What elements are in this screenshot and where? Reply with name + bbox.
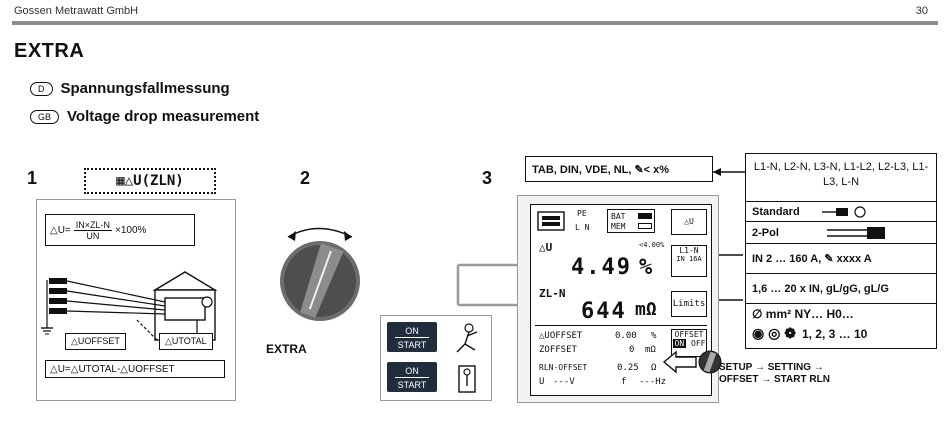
status-box: BAT MEM [607, 209, 655, 233]
connections-row: L1-N, L2-N, L3-N, L1-L2, L2-L3, L1-L3, L… [746, 154, 936, 202]
rln-value: 0.25 [617, 363, 639, 373]
two-pole-row: 2-Pol [746, 222, 936, 244]
rln-unit: Ω [651, 363, 657, 373]
z-unit: mΩ [635, 299, 657, 320]
start-on-label-2: ON [395, 366, 429, 378]
zoffset-unit: mΩ [645, 345, 656, 355]
start-label: START [397, 340, 427, 350]
uoffset-unit: % [651, 331, 657, 341]
lcd-display: PE L N BAT MEM △U △U <4.00% 4.49 % L1-N … [530, 204, 712, 396]
circuit-panel: △U= IN×ZL-N UN ×100% △UOFFSET △UTOTAL △U… [36, 199, 236, 401]
conductors-line: ◉ ◎ ❁ 1, 2, 3 … 10 [752, 325, 930, 342]
selector-display: ▦△U(ZLN) [84, 168, 216, 194]
offset-on: ON [672, 339, 687, 348]
du-value: 4.49 [571, 255, 632, 280]
param-line1: L1-N [679, 246, 699, 255]
battery-icon [638, 213, 652, 219]
start-on-label: ON [395, 326, 429, 338]
company-name: Gossen Metrawatt GmbH [14, 5, 139, 17]
limit-callout: TAB, DIN, VDE, NL, ✎< x% [525, 156, 713, 182]
german-label: Spannungsfallmessung [60, 80, 230, 97]
formula-tail: ×100% [115, 224, 147, 236]
start-panel: ON START ON START [380, 315, 492, 401]
page-number: 30 [915, 5, 928, 17]
pe-label: PE [577, 209, 587, 218]
offset-toggle[interactable]: ON OFF [672, 339, 706, 348]
step-2-number: 2 [300, 168, 311, 188]
start-label-2: START [397, 380, 427, 390]
offset-label-box: △UOFFSET [65, 333, 126, 350]
zoffset-label: ZOFFSET [539, 345, 577, 355]
z-label: ZL-N [539, 287, 566, 300]
uoffset-label: △UOFFSET [539, 331, 583, 341]
du-limit: <4.00% [639, 241, 665, 249]
rln-label: RLN-OFFSET [539, 363, 588, 372]
offset-off: OFF [691, 339, 706, 348]
instrument-device: PE L N BAT MEM △U △U <4.00% 4.49 % L1-N … [517, 195, 719, 403]
du-label: △U [539, 241, 553, 254]
start-button-1[interactable]: ON START [387, 322, 437, 352]
options-table: L1-N, L2-N, L3-N, L1-L2, L2-L3, L1-L3, L… [745, 153, 937, 349]
standard-plug-icon [821, 205, 866, 218]
two-pole-probe-icon [826, 226, 885, 239]
z-value: 644 [581, 299, 627, 324]
lcd-divider [535, 325, 707, 326]
formula-fraction: IN×ZL-N UN [73, 219, 113, 241]
cable-row: ∅ mm² NY… H0… ◉ ◎ ❁ 1, 2, 3 … 10 [746, 304, 936, 348]
f-label: f [621, 377, 627, 387]
conductor-icons: ◉ ◎ ❁ [752, 325, 796, 341]
offset-formula: △U=△UTOTAL-△UOFFSET [45, 360, 225, 378]
terminal-icon [537, 211, 565, 231]
section-title: EXTRA [14, 40, 85, 62]
memory-icon [638, 223, 652, 229]
formula-numerator: IN×ZL-N [73, 219, 113, 231]
ln-label: L N [575, 223, 590, 232]
offset-button[interactable]: OFFSET ON OFF [671, 329, 707, 357]
formula-lhs: △U= [50, 224, 71, 236]
offset-knob-icon[interactable] [660, 344, 730, 384]
rotary-switch[interactable] [268, 215, 368, 325]
offset-label: OFFSET [674, 330, 704, 339]
cable-label: ∅ mm² NY… H0… [752, 307, 854, 321]
setup-instructions: SETUP → SETTING → OFFSET → START RLN [719, 362, 830, 386]
switch-position-label: EXTRA [266, 342, 307, 356]
du-unit: % [639, 255, 655, 280]
lang-code-gb: GB [30, 109, 60, 124]
bat-label: BAT [611, 212, 626, 221]
limits-button[interactable]: Limits [671, 291, 707, 317]
start-button-2[interactable]: ON START [387, 362, 437, 392]
uoffset-value: 0.00 [615, 331, 637, 341]
formula-denominator: UN [86, 230, 100, 241]
zoffset-value: 0 [629, 345, 635, 355]
header-rule [12, 21, 938, 25]
param-line2: IN 16A [676, 255, 702, 263]
f-value: ---Hz [639, 377, 667, 387]
two-pole-label: 2-Pol [752, 226, 779, 239]
english-label: Voltage drop measurement [67, 108, 260, 125]
mem-label: MEM [611, 222, 626, 231]
total-label-box: △UTOTAL [159, 333, 213, 350]
connector-lines [456, 168, 745, 310]
standard-row: Standard [746, 202, 936, 222]
u-value: ---V [553, 377, 575, 387]
lang-code-de: D [30, 81, 53, 96]
german-heading: D Spannungsfallmessung [30, 80, 230, 97]
drop-formula: △U= IN×ZL-N UN ×100% [45, 214, 195, 246]
standard-label: Standard [752, 205, 800, 218]
multiplier-row: 1,6 … 20 x IN, gL/gG, gL/G [746, 274, 936, 304]
setup-line-1: SETUP → SETTING → [719, 362, 824, 373]
current-range-row: IN 2 … 160 A, ✎ xxxx A [746, 244, 936, 274]
person-icon [456, 323, 478, 393]
english-heading: GB Voltage drop measurement [30, 108, 259, 125]
mode-button[interactable]: △U [671, 209, 707, 235]
step-3-number: 3 [482, 168, 493, 188]
setup-line-2: OFFSET → START RLN [719, 374, 830, 385]
conductors-label: 1, 2, 3 … 10 [801, 326, 868, 341]
param-button[interactable]: L1-N IN 16A [671, 245, 707, 277]
step-1-number: 1 [27, 168, 38, 188]
u-label: U [539, 377, 545, 387]
